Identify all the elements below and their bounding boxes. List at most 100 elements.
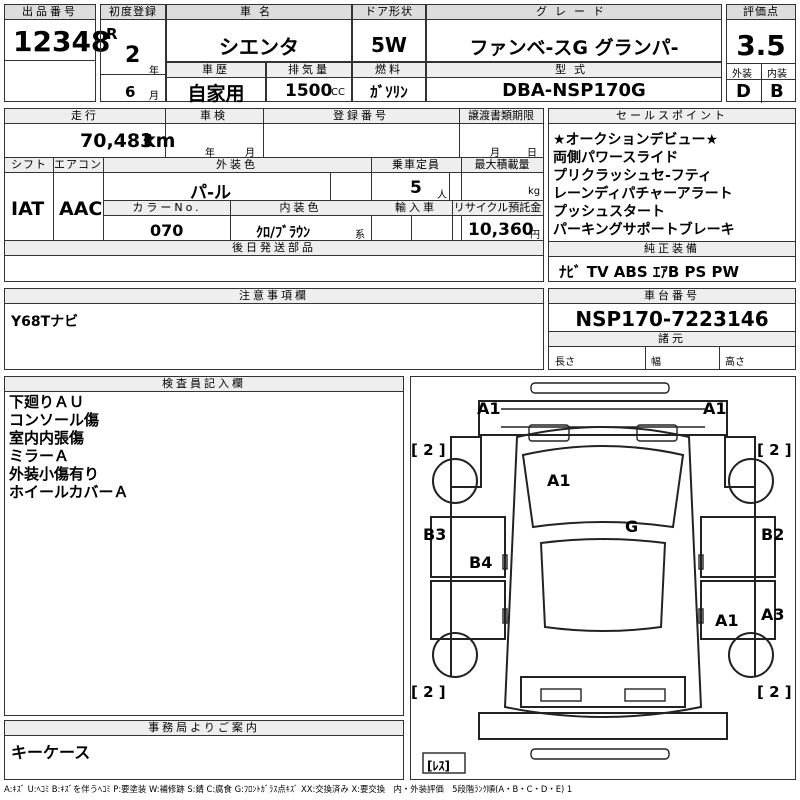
specs-length: 長さ: [555, 357, 575, 368]
damage-mark: A1: [715, 611, 739, 630]
max-load-unit: kg: [528, 186, 541, 197]
first-reg-year: 2: [125, 43, 141, 68]
displacement-label: 排気量: [267, 63, 351, 78]
spare-tire: [ﾚｽ]: [427, 759, 450, 773]
interior-color-label: 内装色: [230, 201, 371, 216]
history-label: 車歴: [167, 63, 265, 78]
first-reg-cell: 初度登録 R 2 年 6 月: [100, 4, 166, 102]
recycle-unit: 円: [530, 230, 540, 241]
first-reg-era: R: [106, 25, 118, 43]
tire-right-bottom: [ 2 ]: [757, 683, 792, 701]
ext-value: D: [736, 81, 751, 102]
inspector-item: 外装小傷有り: [9, 465, 100, 483]
car-name-value: シエンタ: [219, 35, 299, 59]
car-name-cell: 車名 シエンタ: [166, 4, 352, 62]
inspector-block: 検査員記入欄 下廻りＡＵ コンソール傷 室内内張傷 ミラーＡ 外装小傷有り ホイ…: [4, 376, 404, 716]
import-label: 輸入車: [371, 201, 461, 216]
sales-points-label: セールスポイント: [549, 109, 795, 124]
first-reg-month: 6: [125, 83, 136, 101]
shift-value: IAT: [11, 198, 45, 220]
lot-cell: 出品番号 12348: [4, 4, 110, 102]
inspection-month-unit: 月: [245, 148, 255, 159]
door-cell: ドア形状 5W: [352, 4, 426, 62]
sales-point-item: 両側パワースライド: [553, 150, 679, 166]
damage-mark: B4: [469, 553, 493, 572]
inspector-item: ホイールカバーＡ: [9, 483, 129, 501]
first-reg-label: 初度登録: [101, 5, 165, 20]
int-label: 内装: [767, 69, 787, 80]
car-name-label: 車名: [167, 5, 351, 20]
inspector-item: 下廻りＡＵ: [9, 393, 85, 411]
score-label: 評価点: [727, 5, 795, 20]
sales-point-item: レーンディパチャーアラート: [553, 186, 733, 202]
equipment-label: 純正装備: [549, 242, 795, 257]
specs-label: 諸元: [549, 332, 795, 347]
interior-color-value: ｸﾛ/ﾌﾞﾗｳﾝ: [256, 225, 311, 241]
chassis-value: NSP170-7223146: [575, 307, 769, 331]
model-cell: 型式 DBA-NSP170G: [426, 62, 722, 102]
color-no-value: 070: [150, 221, 184, 240]
damage-mark: A1: [703, 399, 727, 418]
color-no-label: カラーNo.: [104, 201, 230, 216]
inspector-item: ミラーＡ: [9, 447, 70, 465]
door-value: 5W: [371, 33, 407, 57]
sales-point-item: プッシュスタート: [553, 204, 665, 220]
tire-right-top: [ 2 ]: [757, 441, 792, 459]
displacement-cell: 排気量 1500 CC: [266, 62, 352, 102]
shift-label: シフト: [5, 158, 53, 173]
registration-label: 登録番号: [263, 109, 459, 124]
exterior-color-label: 外装色: [103, 158, 371, 173]
door-label: ドア形状: [353, 5, 425, 20]
exterior-color-value: パ-ル: [190, 183, 232, 203]
inspection-year-unit: 年: [205, 148, 215, 159]
transfer-label: 譲渡書類期限: [459, 109, 543, 124]
damage-mark: A1: [477, 399, 501, 418]
history-cell: 車歴 自家用: [166, 62, 266, 105]
damage-mark: B2: [761, 525, 785, 544]
car-outline: [422, 382, 776, 774]
lot-number: 12348: [13, 25, 111, 58]
equipment-value: ﾅﾋﾞ TV ABS ｴｱB PS PW: [559, 263, 740, 281]
mileage-value: 70,483: [80, 130, 154, 152]
specs-height: 高さ: [725, 357, 745, 368]
aircon-value: AAC: [59, 198, 103, 220]
displacement-value: 1500: [285, 81, 333, 101]
max-load-label: 最大積載量: [461, 158, 543, 173]
capacity-value: 5: [410, 178, 422, 198]
specs-width: 幅: [651, 357, 661, 368]
transfer-month-unit: 月: [490, 148, 500, 159]
first-reg-year-unit: 年: [149, 66, 159, 77]
grade-value: ファンベ-スG グランパ-: [469, 37, 679, 59]
inspector-label: 検査員記入欄: [5, 377, 403, 392]
inspector-item: コンソール傷: [9, 411, 100, 429]
inspector-item: 室内内張傷: [9, 429, 85, 447]
legend: A:ｷｽﾞ U:ﾍｺﾐ B:ｷｽﾞを伴うﾍｺﾐ P:要塗装 W:補修跡 S:錆 …: [4, 784, 573, 794]
lot-label: 出品番号: [5, 5, 95, 20]
capacity-unit: 人: [437, 190, 447, 201]
damage-mark: B3: [423, 525, 447, 544]
office-block: 事務局よりご案内 キーケース: [4, 720, 404, 780]
history-value: 自家用: [187, 83, 245, 105]
details-block: [4, 108, 544, 282]
recycle-label: リサイクル預託金: [452, 201, 543, 216]
score-cell: 評価点 3.5 外装 内装 D B: [726, 4, 796, 103]
sales-point-item: パーキングサポートブレーキ: [553, 222, 735, 238]
transfer-day-unit: 日: [527, 148, 537, 159]
car-diagram: A1 A1 A1 G B3 B2 B4 A3 A1 [ 2 ] [ 2 ] [ …: [410, 376, 796, 780]
aircon-label: エアコン: [53, 158, 103, 173]
notes-block: 注意事項欄 Y68Tナビ: [4, 288, 544, 370]
capacity-label: 乗車定員: [371, 158, 461, 173]
fuel-value: ｶﾞｿﾘﾝ: [370, 83, 408, 101]
damage-mark: A1: [547, 471, 571, 490]
recycle-value: 10,360: [468, 220, 534, 240]
ext-label: 外装: [732, 69, 752, 80]
office-value: キーケース: [11, 743, 91, 762]
tire-left-bottom: [ 2 ]: [411, 683, 446, 701]
mileage-unit: km: [143, 130, 176, 152]
first-reg-month-unit: 月: [149, 91, 159, 102]
notes-value: Y68Tナビ: [11, 314, 79, 330]
model-label: 型式: [427, 63, 721, 78]
sales-point-item: ★オークションデビュー★: [553, 132, 719, 148]
grade-label: グレード: [427, 5, 721, 20]
model-value: DBA-NSP170G: [502, 80, 646, 101]
